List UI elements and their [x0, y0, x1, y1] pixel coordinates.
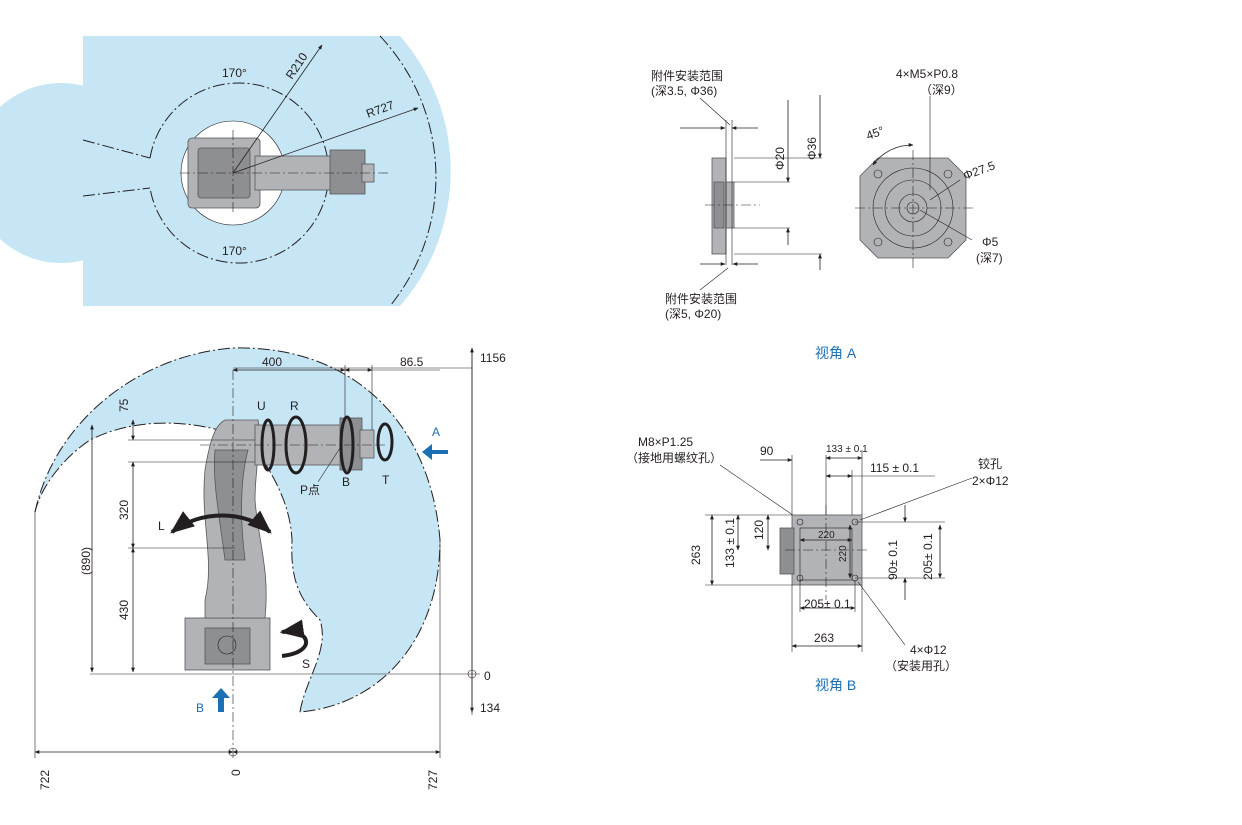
view-b-note-1: M8×P1.25: [638, 435, 693, 449]
view-a-arrow: [422, 444, 448, 460]
view-b-dim-205-h: 205± 0.1: [804, 597, 851, 611]
side-envelope-edge: [34, 347, 441, 713]
dim-890: (890): [79, 547, 93, 575]
view-b-dim-90-v: 90± 0.1: [886, 540, 900, 580]
bottom-0: 0: [229, 769, 243, 776]
axis-l-arrow: [170, 510, 272, 534]
view-a-hole-1: Φ5: [982, 235, 999, 249]
dim-430: 430: [117, 600, 131, 620]
axis-b-label: B: [342, 475, 350, 489]
view-b: M8×P1.25 （接地用螺纹孔） 90 133 ± 0.1 115 ± 0.1…: [626, 435, 1009, 693]
view-a-screw-1: 4×M5×P0.8: [896, 67, 958, 81]
axis-u-arrow: [260, 418, 276, 472]
view-b-mount-2: （安装用孔）: [885, 658, 957, 673]
view-b-pin-2: 2×Φ12: [972, 474, 1009, 488]
view-b-dim-133-top: 133 ± 0.1: [826, 444, 868, 455]
view-b-dim-115: 115 ± 0.1: [870, 461, 919, 475]
view-b-dim-120: 120: [752, 520, 766, 540]
view-b-mount-1: 4×Φ12: [910, 643, 947, 657]
dim-1156: 1156: [480, 351, 506, 365]
dim-0-right: 0: [484, 669, 491, 683]
view-b-arrow: [212, 688, 230, 712]
axis-s-label: S: [302, 657, 310, 671]
dim-320: 320: [117, 500, 131, 520]
axis-u-label: U: [257, 399, 266, 413]
view-b-caption: 视角 B: [815, 677, 856, 693]
p-point-label: P点: [300, 483, 320, 497]
dim-phi36: Φ36: [805, 137, 819, 160]
view-b-dim-133-left: 133 ± 0.1: [723, 518, 737, 568]
view-b-dim-220-h: 220: [818, 530, 835, 541]
view-b-dim-220-v: 220: [838, 545, 849, 562]
bottom-727: 727: [426, 770, 440, 790]
top-angle-bottom: 170°: [222, 244, 247, 258]
dim-phi20: Φ20: [773, 147, 787, 170]
view-a-note-bottom-2: (深5, Φ20): [665, 307, 721, 321]
view-a-note-top-1: 附件安装范围: [651, 68, 723, 83]
axis-t-arrow: [376, 422, 394, 462]
axis-l-label: L: [158, 519, 165, 533]
view-b-marker: B: [196, 701, 204, 715]
axis-r-label: R: [290, 399, 299, 413]
top-angle-top: 170°: [222, 66, 247, 80]
dim-75: 75: [117, 398, 131, 412]
dim-400: 400: [262, 355, 282, 369]
view-a-caption: 视角 A: [815, 345, 857, 361]
side-view: 400 86.5 1156 0 134 75 320 (890) 430 U R…: [34, 347, 506, 790]
view-b-note-2: （接地用螺纹孔）: [626, 450, 722, 465]
view-b-pin-1: 铰孔: [978, 456, 1002, 471]
view-a-phi27-5: Φ27.5: [961, 158, 997, 183]
axis-b-arrow: [339, 415, 355, 475]
top-view: R210 R727 170° 170°: [0, 35, 451, 307]
axis-t-label: T: [382, 473, 390, 487]
axis-r-arrow: [284, 415, 308, 475]
view-a-note-top-2: (深3.5, Φ36): [651, 84, 717, 98]
axis-s-arrow: [279, 619, 308, 658]
bottom-722: 722: [38, 770, 52, 790]
view-b-dim-263-bottom: 263: [814, 631, 834, 645]
view-a-hole-2: (深7): [976, 251, 1003, 265]
view-a-screw-2: （深9）: [920, 83, 963, 97]
view-a-angle-45: 45°: [864, 123, 886, 142]
view-b-dim-263-left: 263: [689, 545, 703, 565]
view-a-marker: A: [432, 425, 440, 439]
dim-134: 134: [480, 701, 500, 715]
view-b-dim-90: 90: [760, 444, 774, 458]
view-a: 附件安装范围 (深3.5, Φ36) Φ20 Φ36 附件安装范围 (深5, Φ…: [651, 67, 1003, 361]
dim-86-5: 86.5: [400, 355, 424, 369]
view-a-note-bottom-1: 附件安装范围: [665, 291, 737, 306]
view-b-dim-205-v: 205± 0.1: [921, 533, 935, 580]
top-envelope-edge: [379, 35, 437, 307]
